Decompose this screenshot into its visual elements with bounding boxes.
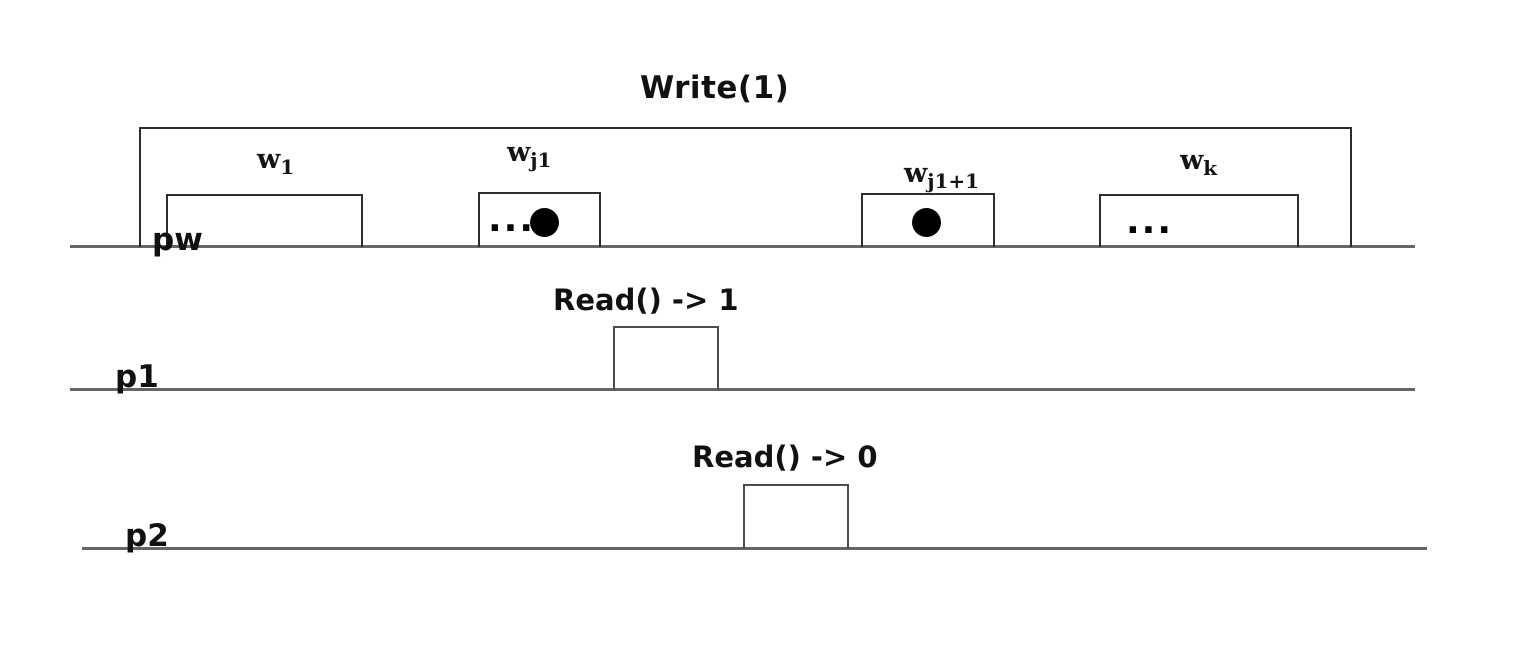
timeline-p2	[82, 547, 1427, 550]
process-label-p2: p2	[125, 518, 169, 554]
read-operation-label-p1: Read() -> 1	[553, 283, 739, 317]
write-label-subscript: j1+1	[927, 169, 980, 193]
timeline-pw	[70, 245, 1415, 248]
write-label-wk: wk	[1180, 145, 1217, 178]
write-label-base: w	[507, 137, 531, 168]
write-operation-label: Write(1)	[640, 70, 790, 106]
timeline-p1	[70, 388, 1415, 391]
write-subinterval-wj1	[478, 192, 601, 247]
write-label-subscript: j1	[530, 148, 552, 172]
ellipsis-marker: ...	[488, 199, 536, 240]
write-label-base: w	[904, 158, 928, 189]
write-interval-box	[139, 127, 1352, 247]
write-label-base: w	[257, 144, 281, 175]
write-subinterval-wj1plus1	[861, 193, 995, 247]
write-subinterval-w1	[166, 194, 363, 247]
read-interval-box-p1	[613, 326, 719, 390]
write-label-base: w	[1180, 145, 1204, 176]
write-label-wj1plus1: wj1+1	[904, 158, 979, 191]
read-operation-label-p2: Read() -> 0	[692, 440, 878, 474]
bullet-icon	[530, 208, 559, 237]
write-label-subscript: k	[1203, 156, 1218, 180]
ellipsis-marker: ...	[1126, 201, 1174, 242]
read-interval-box-p2	[743, 484, 849, 549]
write-label-w1: w1	[257, 144, 294, 177]
write-subinterval-wk	[1099, 194, 1299, 247]
write-label-subscript: 1	[280, 155, 295, 179]
bullet-icon	[912, 208, 941, 237]
process-label-pw: pw	[152, 222, 203, 258]
process-label-p1: p1	[115, 359, 159, 395]
write-label-wj1: wj1	[507, 137, 551, 170]
